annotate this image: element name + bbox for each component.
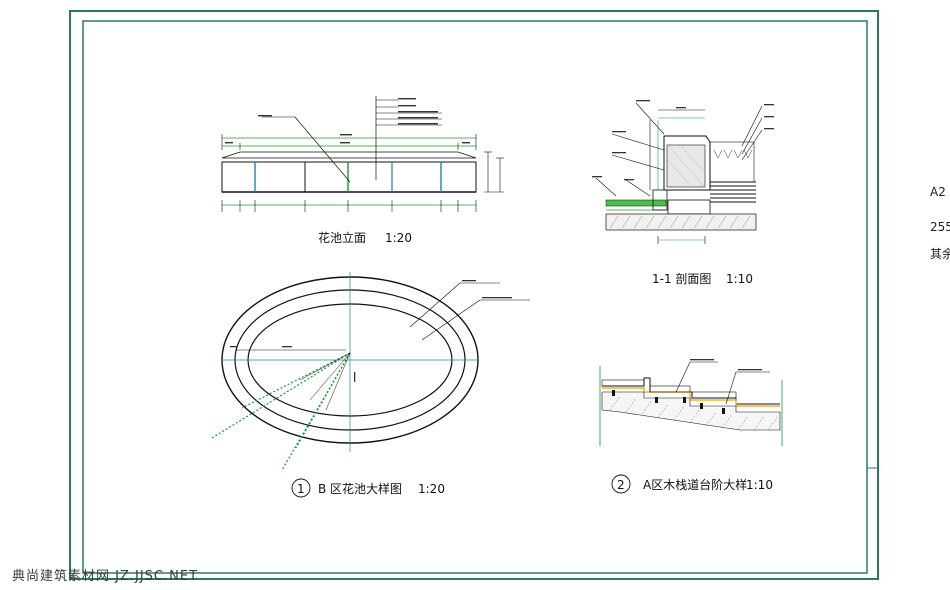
watermark-text: 典尚建筑素材网 JZ.JJSC.NET xyxy=(12,568,198,584)
elevation-scale: 1:20 xyxy=(385,231,412,245)
planter-plan-view xyxy=(211,272,530,471)
section-view xyxy=(592,100,774,244)
step-detail-number: 2 xyxy=(617,478,625,492)
side-note-255: 255 xyxy=(930,220,950,234)
side-note-a2: A2 xyxy=(930,185,946,199)
elevation-title: 花池立面 xyxy=(318,230,366,245)
planter-detail-title: B 区花池大样图 xyxy=(318,481,402,496)
section-title: 1-1 剖面图 xyxy=(652,272,711,286)
side-note-rest: 其余 xyxy=(930,246,950,261)
detail-number-circle-1 xyxy=(291,478,311,498)
planter-detail-scale: 1:20 xyxy=(418,482,445,496)
step-detail-scale: 1:10 xyxy=(746,478,773,492)
outer-frame xyxy=(69,10,879,580)
detail-number-circle-2 xyxy=(611,474,631,494)
inner-frame xyxy=(82,20,868,574)
planter-detail-number: 1 xyxy=(297,482,305,496)
section-scale: 1:10 xyxy=(726,272,753,286)
step-detail-view xyxy=(599,359,783,446)
step-detail-title: A区木栈道台阶大样 xyxy=(643,477,747,492)
elevation-view xyxy=(221,96,504,212)
